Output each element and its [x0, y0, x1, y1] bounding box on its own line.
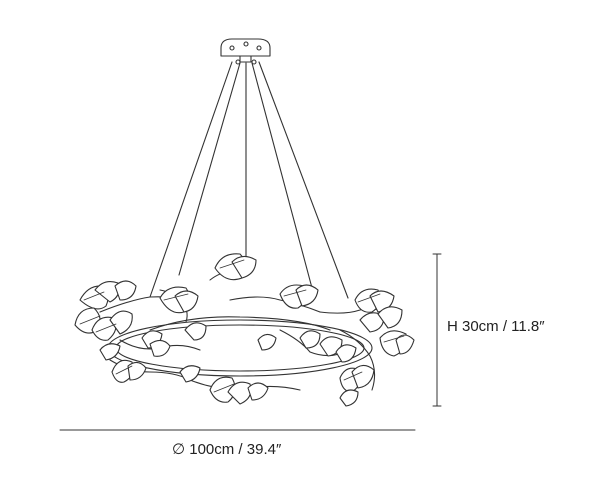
- diameter-dimension-label: ∅ 100cm / 39.4″: [172, 441, 282, 458]
- leaf-veins: [79, 259, 405, 393]
- glass-leaves: [74, 253, 415, 407]
- suspension-cables: [149, 61, 349, 299]
- ceiling-canopy: [220, 38, 271, 65]
- height-dimension-line: [432, 253, 442, 407]
- height-dimension-label: H 30cm / 11.8″: [447, 318, 545, 335]
